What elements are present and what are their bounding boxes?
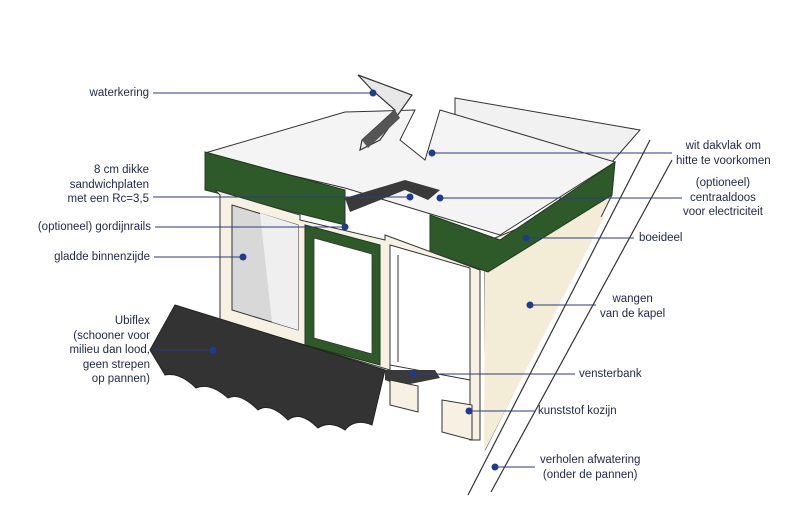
label-centraaldoos: (optioneel) centraaldoos voor electricit… <box>683 176 763 220</box>
dot-dakvlak <box>428 149 436 157</box>
label-centraaldoos-line2: centraaldoos <box>690 191 756 204</box>
label-sandwich-line2: sandwichplaten <box>69 178 149 191</box>
middle-sash-glass <box>313 237 373 355</box>
side-wall-lower <box>484 215 605 452</box>
dot-kozijn <box>465 407 473 415</box>
dot-waterkering <box>369 89 377 97</box>
label-vensterbank: vensterbank <box>579 368 642 380</box>
label-wangen-line1: wangen <box>612 293 653 305</box>
dot-wangen <box>526 301 534 309</box>
right-window <box>389 244 471 381</box>
label-gordijnrails: (optioneel) gordijnrails <box>37 221 151 233</box>
sill-block <box>389 379 419 413</box>
label-dakvlak-line1: wit dakvlak om <box>685 140 762 152</box>
dot-ubiflex <box>209 346 217 354</box>
label-dakvlak-line2: hitte te voorkomen <box>676 154 771 167</box>
left-pane-light <box>260 213 298 330</box>
label-sandwich-line1: 8 cm dikke <box>94 164 149 176</box>
label-wangen-line2: van de kapel <box>600 307 666 320</box>
sandwich-notch <box>345 180 440 212</box>
label-afwatering-line1: verholen afwatering <box>540 454 641 466</box>
label-ubiflex-line2: (schooner voor <box>73 329 150 342</box>
dot-gordijnrails <box>341 223 349 231</box>
label-centraaldoos-line1: (optioneel) <box>695 177 751 189</box>
frame-base <box>441 399 473 441</box>
roof-slope <box>467 139 673 496</box>
label-ubiflex-line1: Ubiflex <box>114 315 150 327</box>
dot-centraaldoos <box>436 194 444 202</box>
label-boeideel: boeideel <box>639 232 683 244</box>
label-waterkering: waterkering <box>89 87 149 99</box>
label-ubiflex-line4: geen strepen <box>82 358 150 371</box>
dot-boeideel <box>522 234 530 242</box>
label-ubiflex-line5: op pannen) <box>91 373 150 385</box>
dot-binnenzijde <box>239 253 247 261</box>
label-dakvlak: wit dakvlak om hitte te voorkomen <box>676 139 771 168</box>
label-binnenzijde: gladde binnenzijde <box>54 251 150 263</box>
label-sandwich-line3: met een Rc=3,5 <box>67 193 149 205</box>
label-centraaldoos-line3: voor electriciteit <box>683 206 763 218</box>
label-ubiflex: Ubiflex (schooner voor milieu dan lood, … <box>69 314 150 387</box>
water-barrier-shadow <box>362 110 400 148</box>
label-afwatering-line2: (onder de pannen) <box>542 468 638 481</box>
dot-sandwich <box>406 193 414 201</box>
label-afwatering: verholen afwatering (onder de pannen) <box>540 453 640 482</box>
label-ubiflex-line3: milieu dan lood, <box>69 344 150 356</box>
ubiflex-sheet <box>149 304 386 431</box>
label-sandwich: 8 cm dikke sandwichplaten met een Rc=3,5 <box>67 163 149 207</box>
dot-afwatering <box>491 463 499 471</box>
dot-vensterbank <box>409 370 417 378</box>
label-wangen: wangen van de kapel <box>600 292 665 321</box>
label-kozijn: kunststof kozijn <box>538 405 617 417</box>
